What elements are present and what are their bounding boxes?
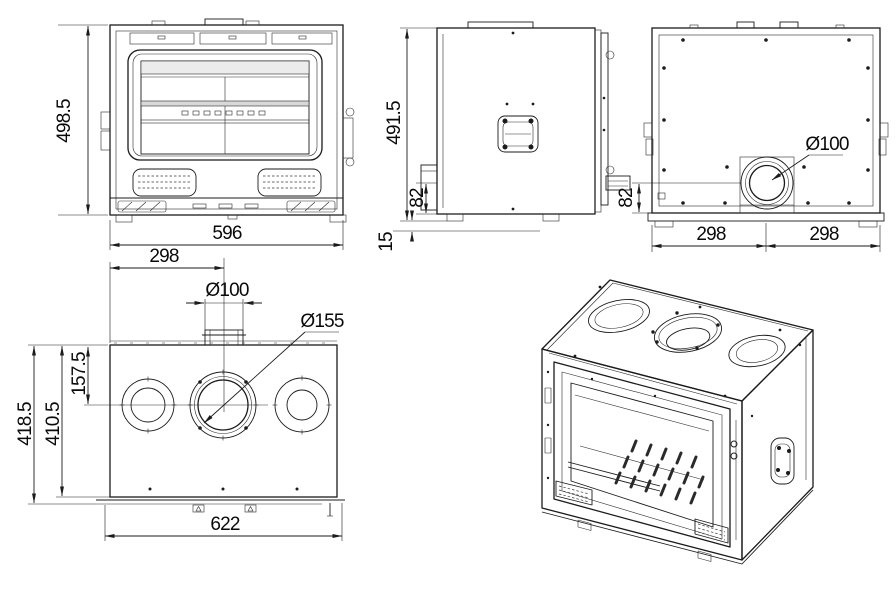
back-flue-height-dimension: 82 <box>616 182 741 214</box>
back-base-plate <box>647 212 885 222</box>
top-flue-offset-dimension: 298 <box>109 246 225 343</box>
top-depth-overall-label: 418.5 <box>15 402 36 446</box>
top-body <box>109 344 338 498</box>
front-door <box>127 49 323 161</box>
top-center-ring <box>187 369 259 441</box>
side-door-edge <box>600 32 609 206</box>
top-ring-diameter-label: Ø155 <box>300 311 344 332</box>
front-height-label: 498.5 <box>54 99 75 143</box>
top-center-depth-dimension: 157.5 <box>69 346 90 405</box>
iso-top-face <box>541 279 814 402</box>
front-air-slots <box>181 110 266 116</box>
back-body <box>651 27 881 214</box>
front-view: 498.5 596 <box>54 18 355 250</box>
front-left-vent <box>132 168 197 197</box>
back-flue-label: Ø100 <box>805 134 849 155</box>
top-left-ring <box>119 376 177 434</box>
iso-door <box>553 361 731 548</box>
side-height-label: 491.5 <box>384 101 405 145</box>
top-flue-diameter-label: Ø100 <box>205 280 249 301</box>
back-flue-outlet <box>739 156 795 214</box>
side-inlet-dimension: 82 <box>407 182 437 215</box>
side-door-handle <box>605 175 631 191</box>
back-right-width-label: 298 <box>809 224 839 245</box>
back-flue-height-label: 82 <box>616 188 637 208</box>
back-view: Ø100 82 298 298 <box>616 21 889 252</box>
iso-left-vent <box>555 480 593 506</box>
top-ring-diameter-dimension: Ø155 <box>203 311 345 424</box>
top-width-label: 622 <box>210 514 240 535</box>
front-right-vent <box>257 168 322 197</box>
back-screws <box>662 38 870 205</box>
iso-glass <box>570 382 714 528</box>
side-base-dimension: 15 <box>376 210 414 252</box>
front-height-dimension: 498.5 <box>54 24 108 216</box>
side-bracket <box>497 115 539 153</box>
top-right-ring <box>272 375 332 435</box>
side-inlet-label: 82 <box>407 188 428 208</box>
top-center-depth-label: 157.5 <box>69 352 90 396</box>
iso-right-face <box>741 329 814 561</box>
iso-flue-ring <box>651 311 723 353</box>
back-width-dimensions: 298 298 <box>651 223 881 252</box>
top-width-dimension: 622 <box>104 503 343 541</box>
front-width-label: 596 <box>212 223 242 244</box>
top-depth-body-label: 410.5 <box>43 402 64 446</box>
side-rear-inlet <box>420 164 438 211</box>
front-flue-collar <box>204 18 244 26</box>
side-flue-collar <box>467 21 534 29</box>
back-left-width-label: 298 <box>696 224 726 245</box>
top-depth-dimensions: 418.5 410.5 <box>15 344 110 505</box>
front-width-dimension: 596 <box>109 220 344 250</box>
back-flue-dimension: Ø100 <box>771 134 850 181</box>
iso-grate-slots <box>614 439 705 505</box>
top-view: 298 Ø100 Ø155 157.5 418.5 410.5 <box>15 246 345 541</box>
side-view: 491.5 82 15 <box>376 21 631 252</box>
iso-right-ring <box>728 334 786 368</box>
iso-firebox-interior <box>567 394 710 505</box>
side-body <box>436 27 596 215</box>
iso-left-ring <box>588 299 650 333</box>
side-base-label: 15 <box>376 232 397 252</box>
iso-side-bracket <box>770 437 795 485</box>
isometric-view <box>541 279 814 565</box>
side-height-dimension: 491.5 <box>384 27 447 222</box>
top-flue-offset-label: 298 <box>149 246 179 267</box>
top-flue-diameter-dimension: Ø100 <box>186 280 262 330</box>
iso-right-vent <box>694 518 729 544</box>
